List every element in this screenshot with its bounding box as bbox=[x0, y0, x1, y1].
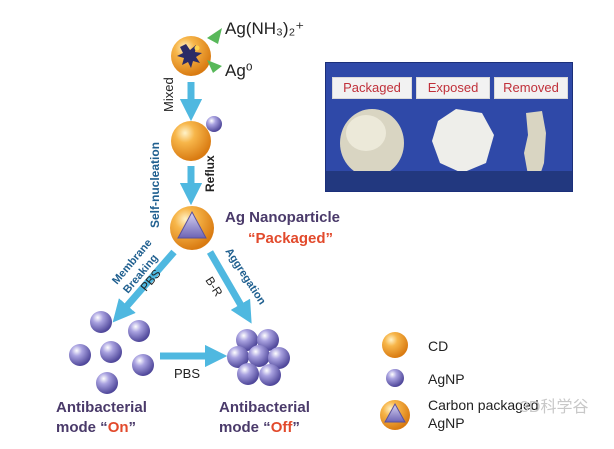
step-self-nucleation-label: Self-nucleation bbox=[148, 142, 162, 228]
photo-tag-packaged: Packaged bbox=[332, 77, 412, 99]
packaged-agnp bbox=[170, 206, 214, 250]
legend-agnp-label: AgNP bbox=[428, 371, 465, 387]
legend: CD AgNP Carbon packaged AgNP bbox=[380, 332, 539, 431]
mode-on-line1: Antibacterial bbox=[56, 399, 147, 416]
watermark-text: 3D科学谷 bbox=[520, 398, 588, 416]
aggregated-agnp-cluster bbox=[227, 329, 290, 386]
sample-photo: Packaged Exposed Removed bbox=[325, 62, 573, 192]
arrow-membrane-breaking bbox=[112, 249, 177, 323]
exposed-sample bbox=[432, 109, 494, 173]
photo-tag-removed: Removed bbox=[494, 77, 568, 99]
photo-tag-exposed: Exposed bbox=[416, 77, 490, 99]
cd-with-agnp bbox=[171, 116, 222, 161]
legend-carbon-label-1: Carbon packaged bbox=[428, 397, 539, 413]
mode-off-line1: Antibacterial bbox=[219, 399, 310, 416]
step-aggregation-label: Aggregation bbox=[222, 246, 267, 307]
reaction-burst-icon bbox=[177, 44, 202, 68]
dispersed-agnp-cluster bbox=[69, 311, 154, 394]
packaged-label-line2: “Packaged” bbox=[248, 230, 333, 247]
step-mixed-label: Mixed bbox=[161, 77, 176, 112]
arrow-aggregation bbox=[206, 250, 252, 324]
starting-carbon-dot bbox=[171, 36, 211, 76]
sample-photo-objects bbox=[326, 109, 572, 191]
leaf-shape-top bbox=[207, 28, 222, 44]
removed-sample bbox=[524, 111, 546, 175]
mode-on-line2: mode “On” bbox=[56, 419, 136, 436]
mode-off-line2: mode “Off” bbox=[219, 419, 300, 436]
packaged-label-line1: Ag Nanoparticle bbox=[225, 209, 340, 226]
leaf-shape-bottom bbox=[207, 60, 222, 73]
legend-cd-swatch bbox=[382, 332, 408, 358]
legend-cd-label: CD bbox=[428, 338, 448, 354]
reagent-complex-label: Ag(NH₃)₂⁺ bbox=[225, 19, 304, 38]
step-reflux-label: Reflux bbox=[203, 155, 217, 192]
step-pbs-bottom-label: PBS bbox=[174, 366, 200, 381]
legend-agnp-swatch bbox=[386, 369, 404, 387]
reagent-ag0-label: Ag⁰ bbox=[225, 61, 253, 80]
legend-carbon-label-2: AgNP bbox=[428, 415, 465, 431]
